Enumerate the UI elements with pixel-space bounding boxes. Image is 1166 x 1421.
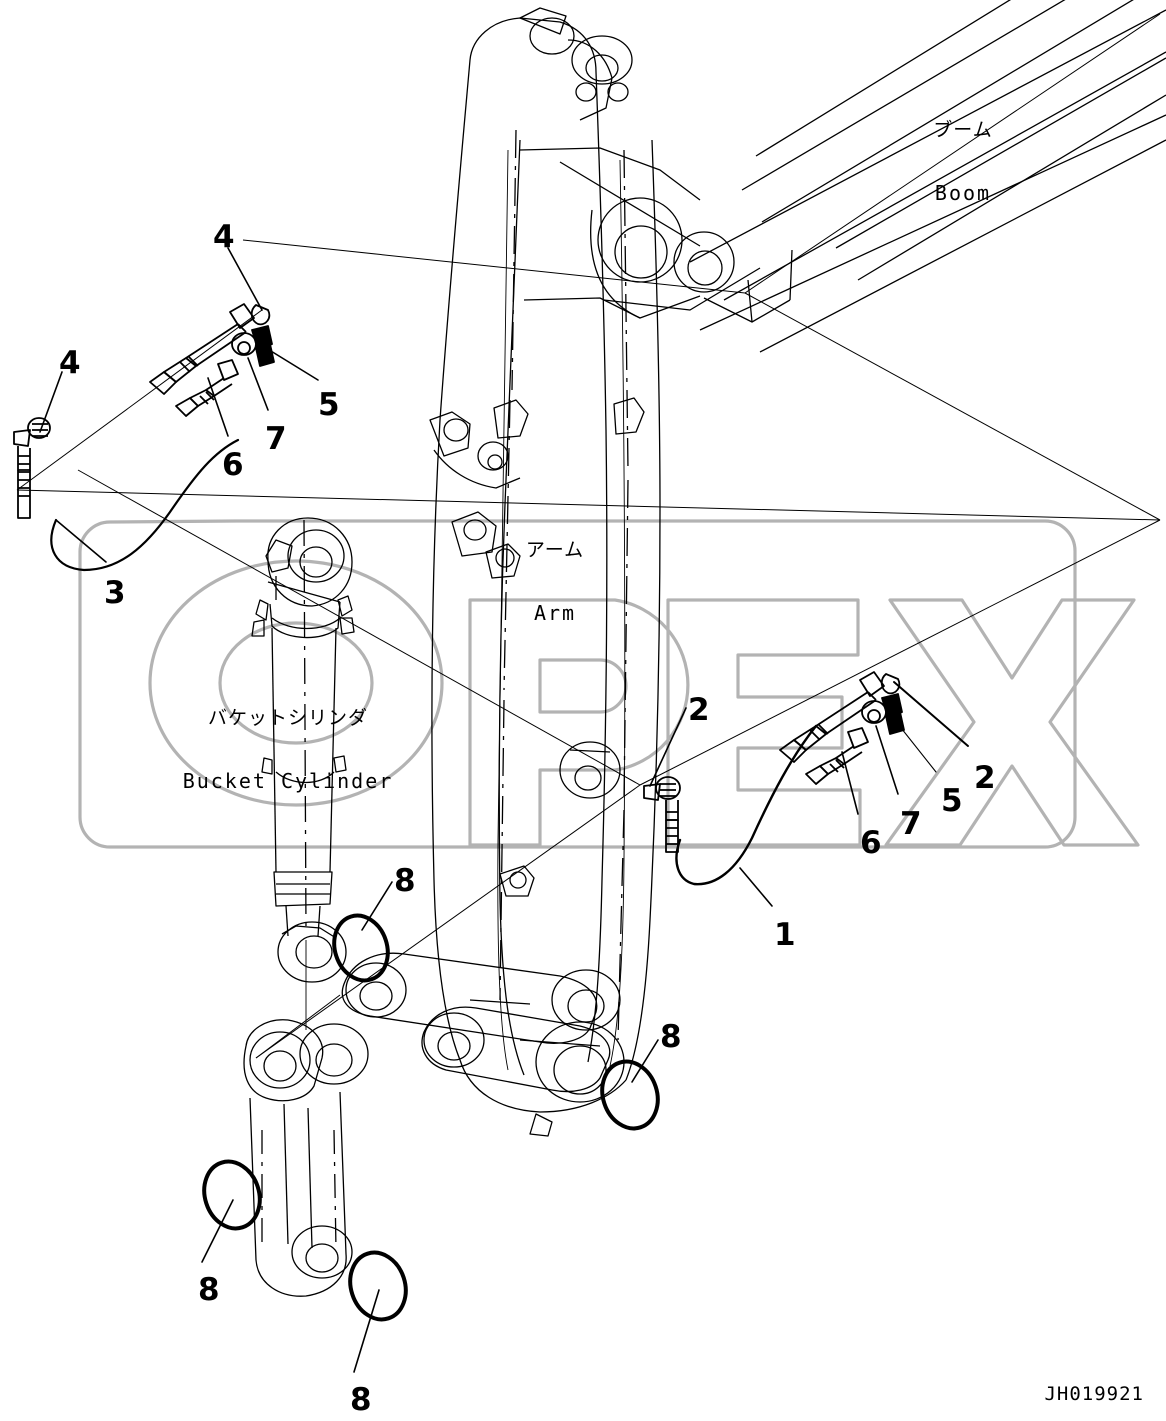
leader-8-link-right [353, 1289, 380, 1373]
o-ring-link-right [348, 1250, 408, 1322]
o-ring-link-left [202, 1159, 262, 1231]
label-bucket-cylinder-en: Bucket Cylinder [182, 769, 394, 794]
callout-2-right: 2 [974, 760, 996, 796]
callout-7-left: 7 [265, 421, 287, 457]
callout-leaders [39, 247, 969, 1373]
callout-3: 3 [104, 575, 126, 611]
callout-4-left: 4 [59, 345, 81, 381]
leader-7-left [247, 357, 269, 411]
callout-6-right: 6 [860, 825, 882, 861]
boom-structure [519, 0, 1166, 353]
callout-5-left: 5 [318, 387, 340, 423]
label-bucket-cylinder-jp: バケットシリンダ [207, 707, 368, 730]
leader-2-right [893, 681, 969, 747]
leader-7-right [875, 725, 899, 795]
bucket-cylinder [251, 517, 355, 983]
leader-4-top-left [227, 247, 263, 311]
leader-6-left [207, 377, 229, 437]
fitting-cluster-right [779, 671, 905, 785]
elbow-fitting-2-center [643, 776, 681, 853]
label-bucket-cylinder: バケットシリンダ Bucket Cylinder [168, 668, 408, 813]
callout-4-top-left: 4 [213, 219, 235, 255]
hose-3-assembly [50, 438, 240, 572]
leader-3 [55, 519, 107, 563]
drawing-number: JH019921 [1044, 1383, 1144, 1405]
leader-5-right [889, 713, 937, 773]
bucket-linkage [243, 940, 621, 1297]
leader-1 [739, 867, 773, 907]
callout-7-right: 7 [900, 806, 922, 842]
o-rings [202, 913, 660, 1322]
leader-8-link-left [201, 1199, 234, 1263]
label-arm-jp: アーム [525, 539, 585, 562]
label-boom-en: Boom [934, 181, 992, 206]
leader-4-left [39, 371, 63, 433]
o-ring-arm-pin [600, 1059, 660, 1131]
fitting-cluster-left [149, 303, 275, 417]
arm-structure [429, 7, 661, 1137]
elbow-fitting-4-left [13, 417, 51, 519]
callout-5-right: 5 [941, 783, 963, 819]
leader-6-right [841, 751, 859, 815]
callout-8-link-left: 8 [198, 1272, 220, 1308]
callout-1: 1 [774, 917, 796, 953]
callout-8-cyl-rod: 8 [394, 863, 416, 899]
leader-2-center [649, 707, 687, 787]
label-arm-en: Arm [533, 601, 577, 626]
label-arm: アーム Arm [500, 500, 610, 645]
callout-2-center: 2 [688, 692, 710, 728]
label-boom-jp: ブーム [933, 119, 993, 142]
o-ring-cyl-rod [332, 913, 390, 983]
callout-6-left: 6 [222, 447, 244, 483]
callout-8-arm-pin: 8 [660, 1019, 682, 1055]
hose-1-assembly [675, 724, 818, 886]
leader-5-left [265, 347, 319, 381]
leader-8-arm-pin [631, 1039, 659, 1083]
section-guide-lines [16, 13, 1161, 1059]
label-boom: ブーム Boom [908, 80, 1018, 225]
leader-8-cyl-rod [361, 881, 393, 931]
callout-8-link-right: 8 [350, 1382, 372, 1418]
